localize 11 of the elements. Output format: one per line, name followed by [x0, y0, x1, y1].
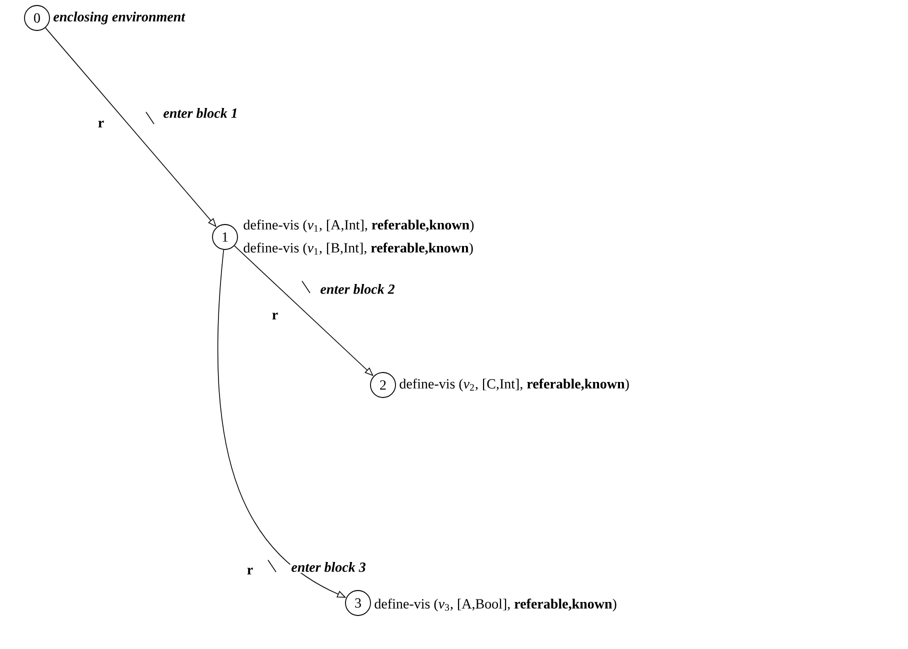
edge-label: enter block 1 [162, 107, 239, 119]
edge-label: enter block 2 [319, 283, 396, 295]
relation-mark: r [98, 120, 104, 128]
edge-label: enter block 3 [290, 561, 367, 573]
node-caption: define-vis (v$_{1}$, [A,Int], referable,known) [244, 220, 474, 232]
node-caption: define-vis (v$_{1}$, [B,Int], referable,known) [244, 242, 473, 256]
relation-mark: r [272, 312, 278, 320]
node-caption: define-vis (v$_{3}$, [A,Bool], referable,known) [374, 598, 616, 612]
node-caption: define-vis (v$_{2}$, [C,Int], referable,known) [400, 378, 629, 392]
node-caption: enclosing environment [54, 12, 186, 24]
relation-mark: r [247, 568, 253, 574]
